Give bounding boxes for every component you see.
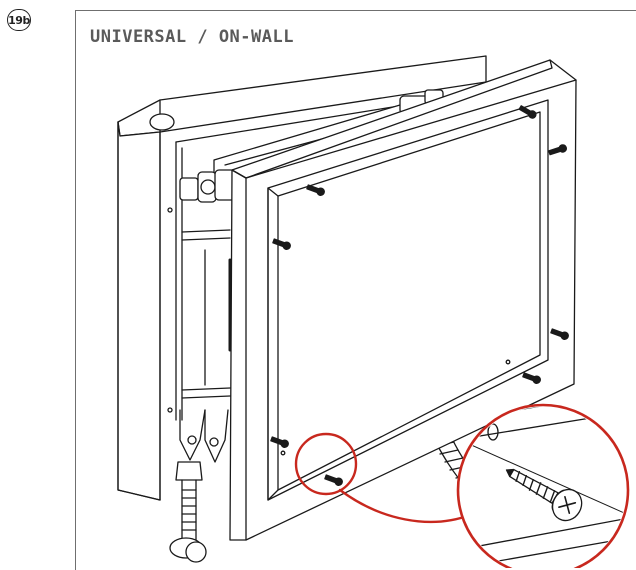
screw-icon <box>522 372 541 384</box>
figure-title: UNIVERSAL / ON-WALL <box>90 27 294 47</box>
screw-icon <box>270 436 289 448</box>
cable-hole-icon <box>149 113 175 131</box>
bottom-fittings <box>169 409 229 563</box>
screw-icon <box>518 105 537 119</box>
screw-icon <box>548 144 568 156</box>
step-number-badge: 19b <box>7 9 31 31</box>
screw-icon <box>272 238 291 250</box>
screw-icon <box>550 328 569 340</box>
screws <box>270 105 569 486</box>
screw-icon <box>306 184 325 196</box>
screw-icon <box>505 468 583 522</box>
figure-frame <box>75 10 636 570</box>
front-cover-frame <box>229 59 577 541</box>
screw-icon <box>324 474 343 486</box>
